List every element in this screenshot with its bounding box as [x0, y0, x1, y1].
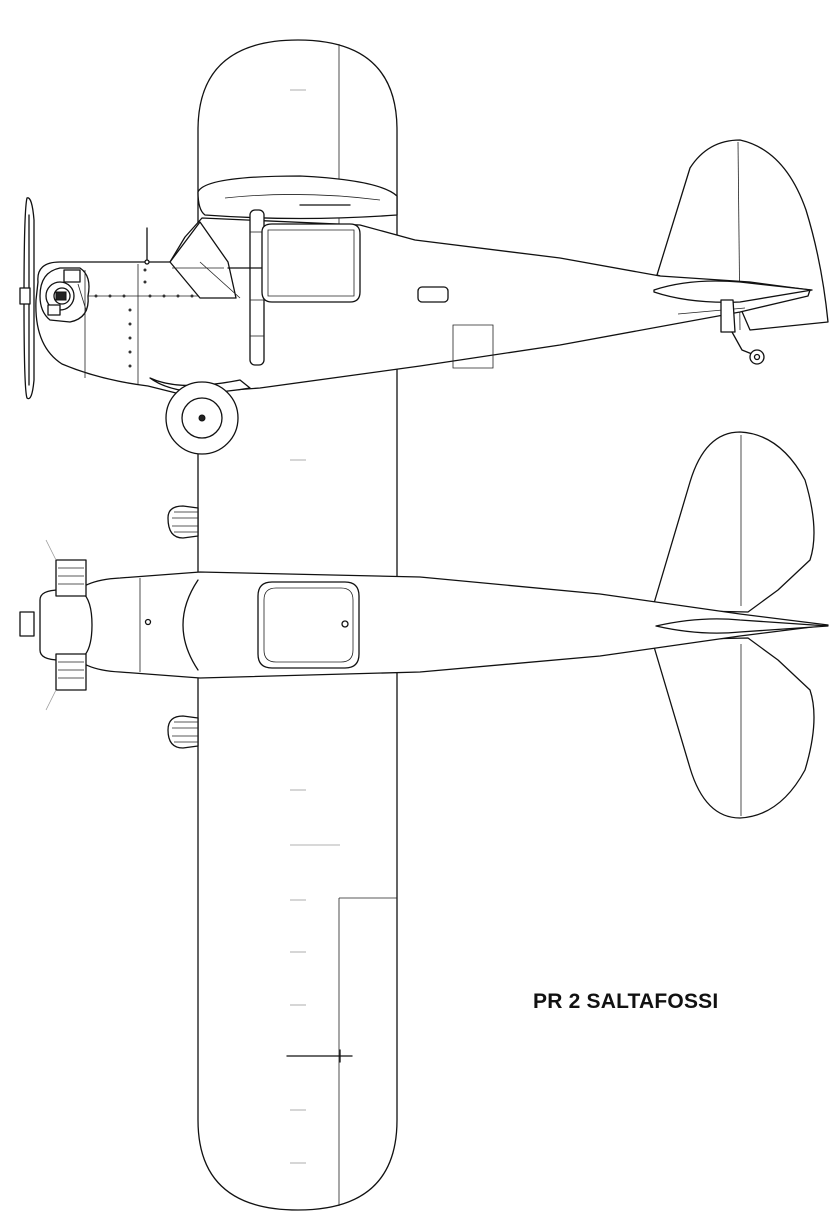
small-window	[418, 287, 448, 302]
tail-wheel	[721, 300, 764, 364]
cowl-ring	[183, 580, 198, 670]
main-wheels-plan	[168, 506, 198, 748]
engine-side	[40, 268, 89, 322]
aircraft-title: PR 2 SALTAFOSSI	[533, 990, 719, 1013]
wing-section-side	[198, 176, 397, 219]
wing-rib-marks	[290, 90, 340, 1163]
side-view	[20, 140, 828, 454]
windscreen	[170, 222, 240, 298]
cabin-window-plan	[258, 582, 359, 668]
cabin-door	[262, 224, 360, 302]
cowling-panels	[85, 228, 200, 384]
rivet-lines	[94, 268, 194, 368]
plan-view	[20, 432, 828, 818]
side-panel	[453, 325, 493, 368]
propeller-side	[20, 198, 34, 399]
main-landing-gear	[150, 378, 250, 454]
fuel-cap	[146, 620, 151, 625]
engine-plan	[20, 540, 92, 710]
pitot-tube	[287, 1050, 352, 1062]
horizontal-tail-plan	[652, 432, 814, 818]
tail-cone-plan	[656, 619, 828, 633]
